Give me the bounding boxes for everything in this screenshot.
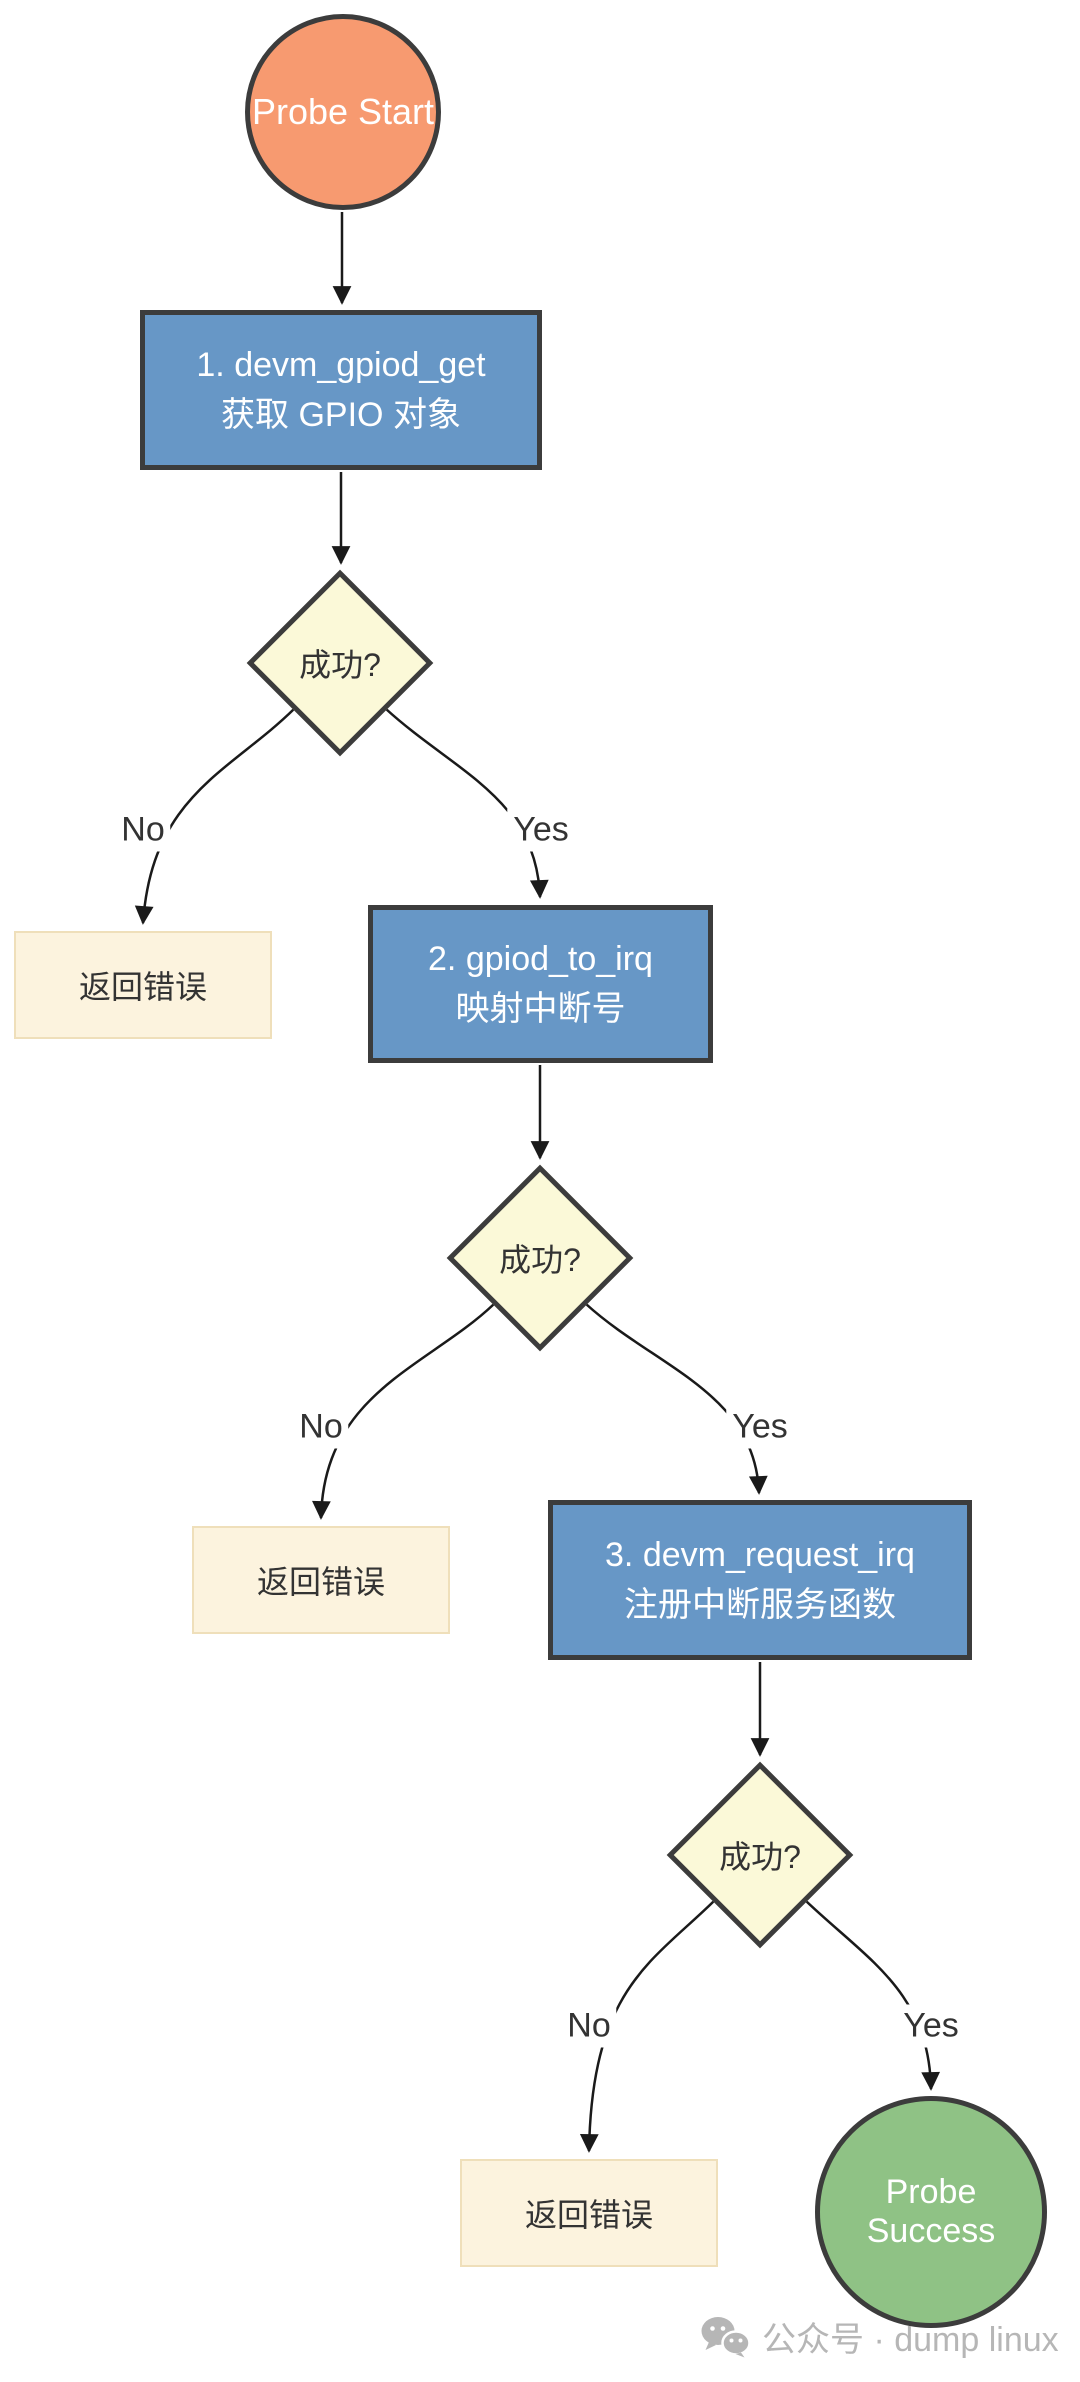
success-node-label: Probe Success <box>866 2173 996 2250</box>
error-box-3: 返回错误 <box>460 2159 718 2267</box>
edge-decision1-no <box>134 708 295 925</box>
error3-label: 返回错误 <box>524 2197 653 2233</box>
edge-label-no-3: No <box>561 2004 617 2048</box>
edge-label-yes-1: Yes <box>507 808 575 852</box>
step1-title: 1. devm_gpiod_get <box>196 346 486 384</box>
edge-label-no-1: No <box>115 808 171 852</box>
step1-subtitle: 获取 GPIO 对象 <box>221 396 461 434</box>
edge-decision1-yes <box>385 708 549 899</box>
decision2-label: 成功? <box>499 1242 581 1278</box>
start-node: Probe Start <box>245 14 441 210</box>
decision3-label: 成功? <box>719 1839 801 1875</box>
edge-decision2-yes <box>585 1303 768 1495</box>
edge-label-yes-3: Yes <box>897 2004 965 2048</box>
error-box-2: 返回错误 <box>192 1526 450 1634</box>
error2-label: 返回错误 <box>256 1564 385 1600</box>
edge-label-no-2: No <box>293 1405 349 1449</box>
error-box-1: 返回错误 <box>14 931 272 1039</box>
process-step1: 1. devm_gpiod_get 获取 GPIO 对象 <box>140 310 542 470</box>
process-step2: 2. gpiod_to_irq 映射中断号 <box>368 905 713 1063</box>
step2-subtitle: 映射中断号 <box>455 990 626 1028</box>
edge-label-yes-2: Yes <box>726 1405 794 1449</box>
step3-title: 3. devm_request_irq <box>605 1536 915 1574</box>
start-node-label: Probe Start <box>251 91 435 132</box>
step2-title: 2. gpiod_to_irq <box>428 940 653 978</box>
decision1-label: 成功? <box>299 647 381 683</box>
wechat-icon <box>701 2316 751 2357</box>
edge-decision3-yes <box>805 1900 941 2091</box>
process-step3: 3. devm_request_irq 注册中断服务函数 <box>548 1500 972 1660</box>
step3-subtitle: 注册中断服务函数 <box>624 1586 896 1624</box>
watermark-text: 公众号 · dump linux <box>762 2321 1059 2359</box>
success-node: Probe Success <box>815 2096 1047 2328</box>
error1-label: 返回错误 <box>78 969 207 1005</box>
watermark: 公众号 · dump linux <box>700 2312 1059 2361</box>
edge-decision2-no <box>312 1303 495 1520</box>
edge-decision3-no <box>579 1900 715 2153</box>
